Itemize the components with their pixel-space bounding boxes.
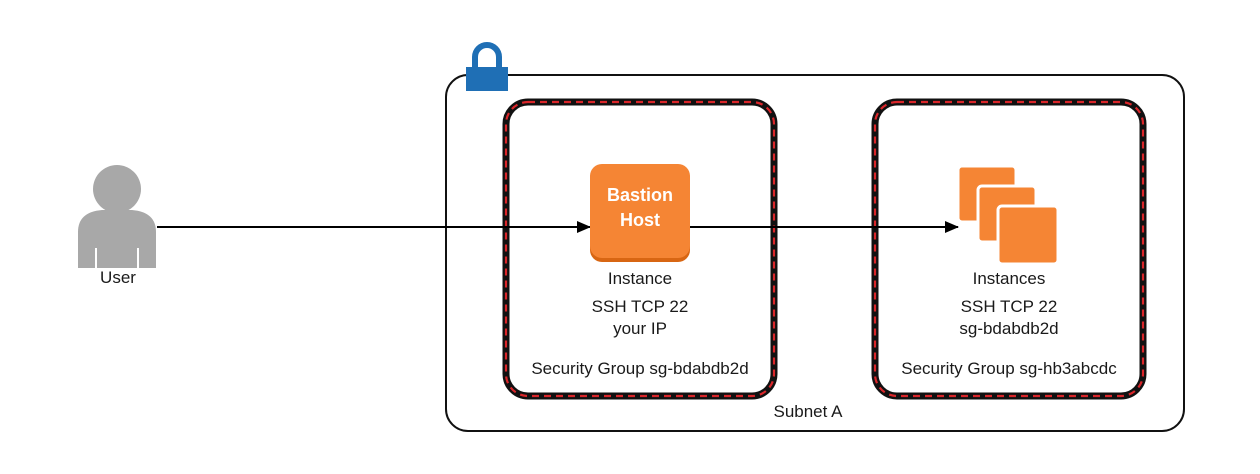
bastion-host-icon (590, 164, 690, 262)
subnet-label: Subnet A (773, 402, 843, 421)
security-group-bastion (502, 98, 778, 400)
bastion-host-title-line2: Host (620, 210, 660, 230)
private-rule-line1: SSH TCP 22 (961, 297, 1058, 316)
private-rule-line2: sg-bdabdb2d (959, 319, 1058, 338)
instances-label: Instances (973, 269, 1046, 288)
bastion-rule-line2: your IP (613, 319, 667, 338)
bastion-instance-label: Instance (608, 269, 672, 288)
bastion-host-title-line1: Bastion (607, 185, 673, 205)
user-label: User (100, 268, 136, 287)
private-security-group-label: Security Group sg-hb3abcdc (901, 359, 1117, 378)
bastion-security-group-label: Security Group sg-bdabdb2d (531, 359, 748, 378)
instances-stack-icon (956, 164, 1060, 266)
lock-icon (466, 42, 508, 91)
subnet-container (445, 74, 1185, 432)
user-icon (78, 165, 156, 268)
security-group-private (871, 98, 1147, 400)
bastion-rule-line1: SSH TCP 22 (592, 297, 689, 316)
